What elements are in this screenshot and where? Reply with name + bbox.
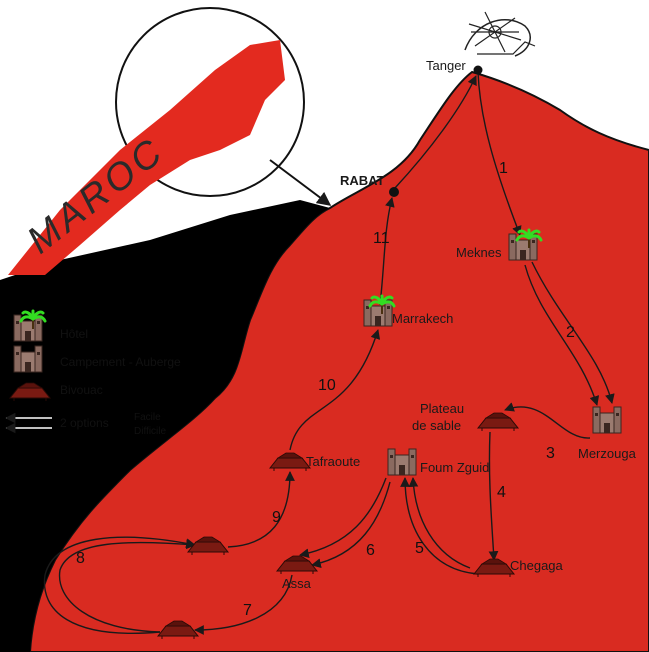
stage-number-11: 11 — [373, 230, 390, 247]
route-5a — [400, 477, 479, 575]
legend-hard-label: Difficile — [134, 426, 166, 437]
compass-rose-icon — [464, 11, 536, 57]
stage-number-10: 10 — [318, 377, 336, 394]
route-5b — [408, 477, 471, 569]
route-9 — [227, 471, 295, 548]
legend-options-arrows — [4, 412, 52, 434]
route-2a — [524, 264, 600, 406]
label-plateau-1: Plateau — [420, 401, 464, 416]
inset-pointer-arrow — [269, 159, 332, 206]
label-meknes: Meknes — [456, 245, 502, 260]
inset-morocco-shape — [8, 40, 285, 275]
stage-number-9: 9 — [272, 509, 281, 526]
stage-number-7: 7 — [243, 602, 252, 619]
route-rabat-tanger — [394, 75, 477, 189]
stage-number-8: 8 — [76, 550, 85, 567]
route-6a — [311, 481, 391, 568]
label-tanger: Tanger — [426, 58, 466, 73]
label-foum-zguid: Foum Zguid — [420, 460, 489, 475]
legend: Hôtel Campement - Auberge Bivouac 2 opti… — [4, 309, 181, 437]
route-11 — [379, 197, 395, 306]
legend-camp-label: Campement - Auberge — [60, 355, 181, 369]
route-4 — [488, 431, 499, 561]
stage-number-4: 4 — [497, 484, 506, 501]
route-3 — [504, 402, 591, 439]
hotel-icon-marrakech — [363, 294, 396, 327]
city-dot-tanger — [473, 65, 483, 75]
stage-number-3: 3 — [546, 445, 555, 462]
label-merzouga: Merzouga — [578, 446, 637, 461]
label-rabat: RABAT — [340, 173, 385, 188]
stage-number-1: 1 — [499, 160, 508, 177]
stage-number-6: 6 — [366, 542, 375, 559]
route-8a — [58, 539, 196, 633]
route-8b — [43, 536, 196, 634]
atlantic-sea — [0, 200, 330, 652]
label-plateau-2: de sable — [412, 418, 461, 433]
legend-easy-label: Facile — [134, 412, 161, 423]
route-10 — [289, 329, 381, 451]
city-dot-rabat — [389, 187, 399, 197]
label-marrakech: Marrakech — [392, 311, 453, 326]
legend-hotel-label: Hôtel — [60, 327, 88, 341]
route-7 — [194, 574, 293, 635]
legend-options-label: 2 options — [60, 416, 109, 430]
label-tafraoute: Tafraoute — [306, 454, 360, 469]
route-1 — [477, 71, 522, 236]
routes — [43, 71, 615, 635]
route-6b — [299, 477, 387, 559]
route-2b — [531, 261, 615, 404]
legend-hotel-icon — [13, 309, 47, 342]
legend-bivouac-label: Bivouac — [60, 383, 103, 397]
label-chegaga: Chegaga — [510, 558, 564, 573]
label-assa: Assa — [282, 576, 312, 591]
stage-number-5: 5 — [415, 540, 424, 557]
stage-number-2: 2 — [566, 324, 575, 341]
